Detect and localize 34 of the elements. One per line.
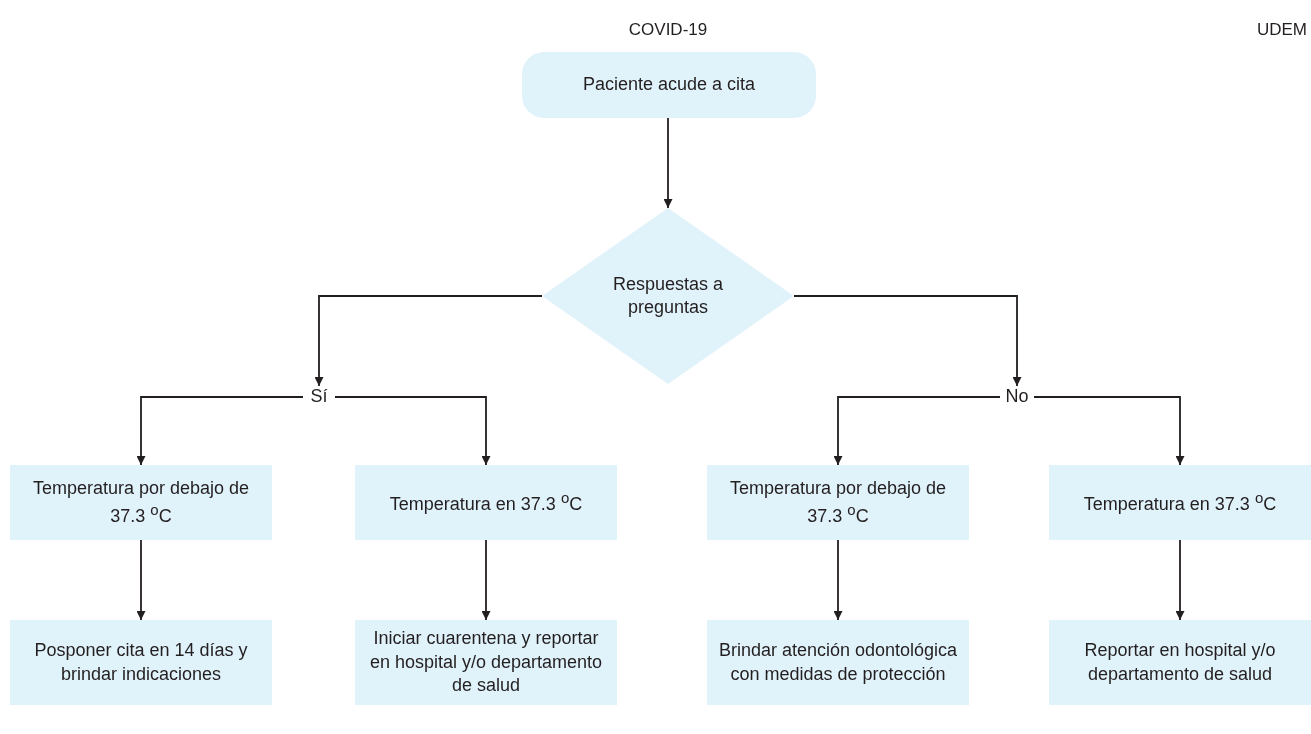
header-text: UDEM [1256, 20, 1307, 40]
node-text: Posponer cita en 14 días y brindar indicaciones [33, 639, 249, 686]
process-box [355, 465, 617, 540]
node-text: Temperatura en 37.3 $^{o}$C [1083, 488, 1277, 517]
node-text: Iniciar cuarentena y reportar en hospital y/o departamento de salud [368, 627, 604, 698]
arrow [314, 295, 543, 387]
process-box [1049, 465, 1311, 540]
node-text: Temperatura por debajo de 37.3 $^{o}$C [31, 476, 251, 528]
arrow [1033, 396, 1185, 466]
arrow [833, 539, 843, 621]
start-box [522, 52, 816, 118]
arrow [136, 396, 304, 466]
arrow [1175, 539, 1185, 621]
node-text: Respuestas a preguntas [611, 272, 725, 319]
process-box [707, 620, 969, 705]
arrow [833, 396, 1001, 466]
process-box [10, 465, 272, 540]
node-text: Temperatura en 37.3 $^{o}$C [389, 488, 583, 517]
process-box [707, 465, 969, 540]
arrow [793, 295, 1022, 387]
node-text: Brindar atención odontológica con medidas de protección [717, 639, 959, 686]
arrow [136, 539, 146, 621]
node-text: Temperatura por debajo de 37.3 $^{o}$C [728, 476, 948, 528]
node-text: Reportar en hospital y/o departamento de salud [1083, 639, 1277, 686]
branch-label: No [1005, 385, 1029, 409]
process-box [1049, 620, 1311, 705]
process-box [10, 620, 272, 705]
process-box [355, 620, 617, 705]
arrow [663, 117, 673, 209]
node-text: Paciente acude a cita [582, 73, 756, 97]
arrow [481, 539, 491, 621]
branch-label: Sí [310, 385, 328, 409]
header-text: COVID-19 [628, 20, 708, 40]
arrow [334, 396, 491, 466]
